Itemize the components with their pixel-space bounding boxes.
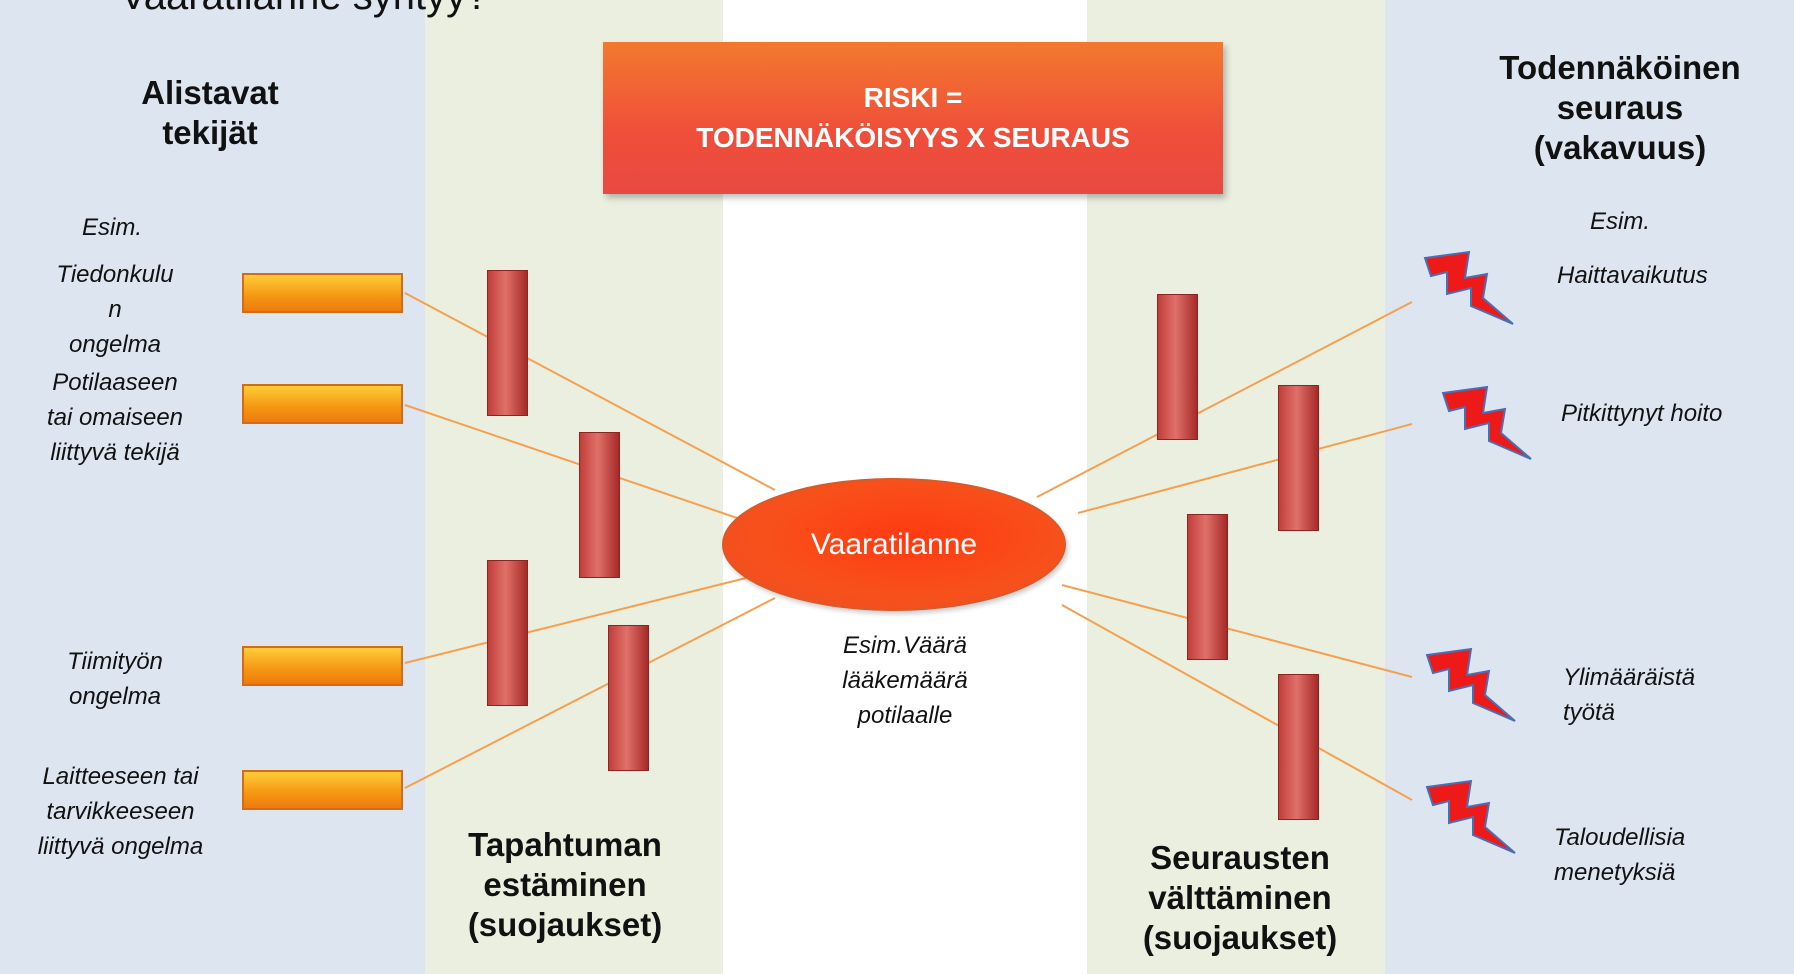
prevention-barrier (487, 270, 528, 416)
prevention-barrier (579, 432, 620, 578)
mitigation-barrier (1157, 294, 1198, 440)
factor-bar (242, 384, 403, 424)
hazard-example: Esim.Väärä lääkemäärä potilaalle (842, 632, 968, 729)
mitigation-barrier (1278, 385, 1319, 531)
connector-line (1061, 584, 1413, 678)
consequence-label-prolonged-care: Pitkittynyt hoito (1561, 400, 1723, 427)
factor-label-teamwork: Tiimityön ongelma (67, 648, 163, 710)
consequence-label-financial-loss: Taloudellisia menetyksiä (1554, 824, 1686, 886)
connector-line (404, 577, 747, 664)
factor-label-patient: Potilaaseen tai omaiseen liittyvä tekijä (46, 369, 184, 466)
slide-title: Vaaratilanne syntyy? (120, 0, 488, 19)
lightning-icon (1426, 780, 1516, 854)
lightning-icon (1426, 648, 1516, 722)
connector-line (1036, 301, 1413, 498)
consequence-label-extra-work: Ylimääräistä työtä (1563, 664, 1696, 726)
factor-label-communication: Tiedonkulu n ongelma (56, 261, 174, 358)
connector-line (1077, 423, 1413, 514)
connector-line (404, 597, 776, 789)
lightning-icon (1442, 386, 1532, 460)
prevention-barrier (487, 560, 528, 706)
connector-line (1061, 604, 1413, 801)
lightning-icon (1424, 251, 1514, 325)
risk-formula-line2: TODENNÄKÖISYYS X SEURAUS (696, 122, 1130, 153)
example-label: Esim. (1590, 208, 1650, 235)
mitigation-heading: Seurausten välttäminen (suojaukset) (1142, 839, 1338, 956)
factor-bar (242, 646, 403, 686)
factor-label-equipment: Laitteeseen tai tarvikkeeseen liittyvä o… (37, 763, 204, 860)
hazard-label: Vaaratilanne (810, 527, 978, 561)
hazard-ellipse: Vaaratilanne (722, 478, 1066, 611)
consequence-label-adverse-effect: Haittavaikutus (1557, 262, 1708, 289)
example-label: Esim. (82, 214, 142, 241)
mitigation-barrier (1187, 514, 1228, 660)
contributing-factors-column (0, 0, 425, 974)
connector-line (404, 292, 776, 491)
prevention-barrier (608, 625, 649, 771)
mitigation-barrier (1278, 674, 1319, 820)
contributing-factors-heading: Alistavat tekijät (141, 74, 279, 151)
consequences-heading: Todennäköinen seuraus (vakavuus) (1499, 49, 1741, 166)
risk-formula-line1: RISKI = (863, 82, 963, 113)
factor-bar (242, 273, 403, 313)
risk-formula-box: RISKI = TODENNÄKÖISYYS X SEURAUS (603, 42, 1223, 194)
factor-bar (242, 770, 403, 810)
connector-line (404, 404, 747, 522)
prevention-heading: Tapahtuman estäminen (suojaukset) (467, 826, 663, 943)
